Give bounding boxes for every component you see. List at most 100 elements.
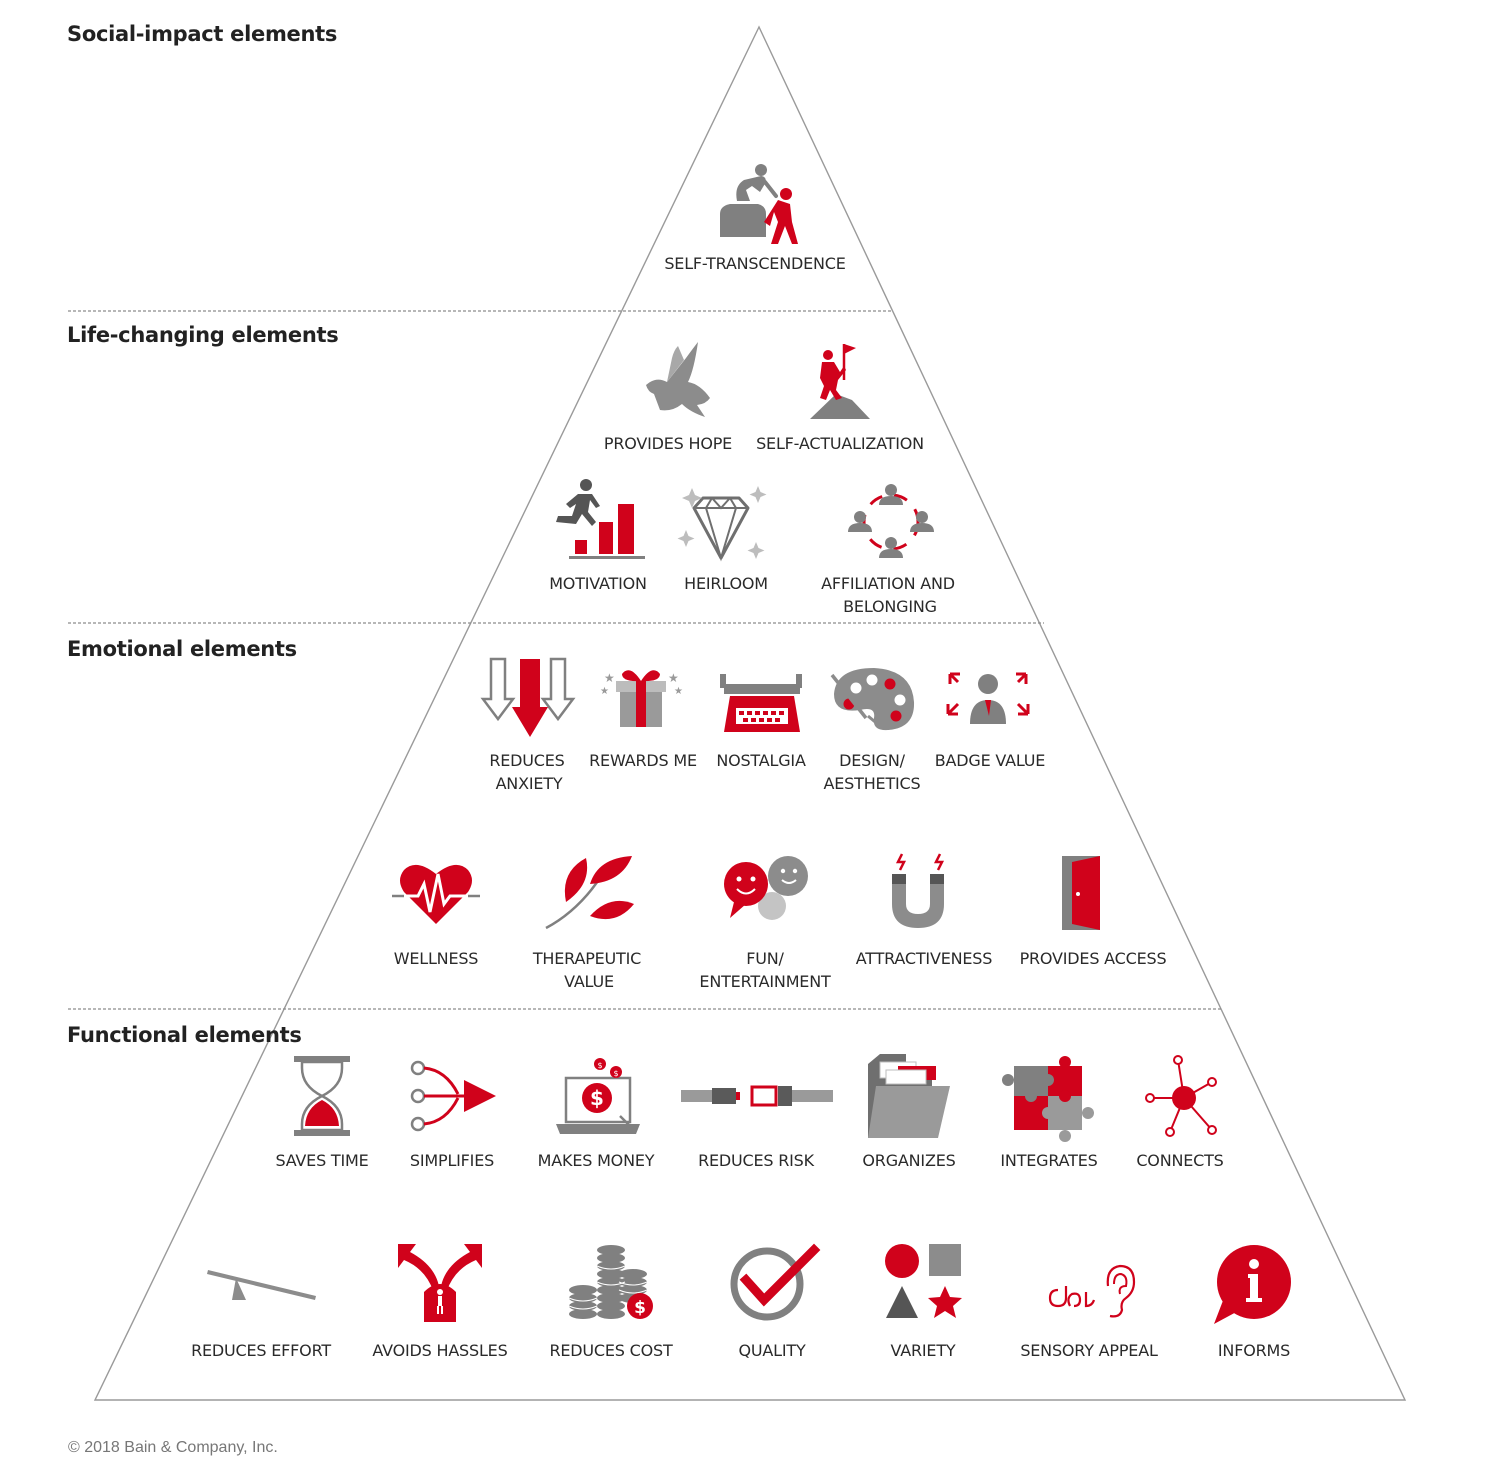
element-fun: FUN/ENTERTAINMENT (699, 856, 831, 991)
svg-text:$: $ (590, 1086, 604, 1110)
helping-hand-climb-icon (720, 164, 798, 244)
tier-heading-life: Life-changing elements (67, 323, 338, 347)
svg-text:$: $ (597, 1061, 602, 1070)
label-informs: INFORMS (1218, 1341, 1290, 1360)
seatbelt-icon (681, 1085, 833, 1107)
element-saves-time: SAVES TIME (275, 1056, 369, 1170)
element-design: DESIGN/AESTHETICS (824, 668, 921, 793)
svg-text:★: ★ (668, 671, 679, 685)
label-saves-time: SAVES TIME (275, 1151, 368, 1170)
magnet-icon (892, 853, 945, 928)
tier-heading-social: Social-impact elements (67, 22, 337, 46)
element-quality: QUALITY (730, 1243, 821, 1360)
element-avoids-hassles: AVOIDS HASSLES (372, 1244, 508, 1360)
info-bubble-icon (1214, 1245, 1291, 1324)
badge-person-icon (946, 672, 1030, 724)
palette-icon (830, 668, 915, 731)
label-nostalgia: NOSTALGIA (716, 751, 806, 770)
label-quality: QUALITY (738, 1341, 805, 1360)
label-attractiveness: ATTRACTIVENESS (856, 949, 992, 968)
folder-icon (868, 1054, 950, 1138)
element-simplifies: SIMPLIFIES (410, 1060, 496, 1170)
element-provides-hope: PROVIDES HOPE (604, 342, 732, 453)
svg-text:$: $ (634, 1298, 646, 1318)
element-sensory-appeal: SENSORY APPEAL (1020, 1264, 1158, 1360)
label-makes-money: MAKES MONEY (538, 1151, 655, 1170)
element-variety: VARIETY (885, 1244, 962, 1360)
merge-arrow-icon (410, 1060, 496, 1132)
label-rewards-me: REWARDS ME (589, 751, 697, 770)
element-makes-money: $ $ $ MAKES MONEY (538, 1058, 655, 1170)
label-fun: FUN/ENTERTAINMENT (699, 949, 831, 991)
label-organizes: ORGANIZES (862, 1151, 955, 1170)
label-self-transcendence: SELF-TRANSCENDENCE (664, 254, 845, 273)
label-reduces-cost: REDUCES COST (549, 1341, 673, 1360)
element-self-actualization: SELF-ACTUALIZATION (756, 344, 924, 453)
element-nostalgia: NOSTALGIA (716, 674, 806, 770)
element-motivation: MOTIVATION (549, 479, 647, 593)
label-self-actualization: SELF-ACTUALIZATION (756, 434, 924, 453)
svg-text:★: ★ (604, 671, 615, 685)
label-design: DESIGN/AESTHETICS (824, 751, 921, 793)
tier-heading-emotional: Emotional elements (67, 637, 297, 661)
label-provides-hope: PROVIDES HOPE (604, 434, 732, 453)
dove-icon (646, 342, 710, 417)
label-sensory-appeal: SENSORY APPEAL (1020, 1341, 1158, 1360)
element-integrates: INTEGRATES (1000, 1056, 1098, 1170)
fork-arrow-icon (398, 1244, 482, 1322)
svg-text:★: ★ (600, 686, 609, 697)
leaves-icon (545, 856, 634, 930)
label-avoids-hassles: AVOIDS HASSLES (372, 1341, 507, 1360)
checkmark-circle-icon (730, 1243, 821, 1321)
tier-heading-functional: Functional elements (67, 1023, 302, 1047)
svg-text:$: $ (613, 1069, 618, 1078)
chat-faces-icon (724, 856, 808, 920)
people-circle-icon (848, 484, 934, 558)
gift-icon: ★ ★ ★ ★ (600, 670, 683, 727)
element-rewards-me: ★ ★ ★ ★ REWARDS ME (589, 670, 697, 770)
element-badge-value: BADGE VALUE (935, 672, 1046, 770)
element-wellness: WELLNESS (392, 864, 480, 968)
diamond-icon (677, 486, 767, 562)
label-integrates: INTEGRATES (1000, 1151, 1097, 1170)
element-attractiveness: ATTRACTIVENESS (856, 853, 992, 968)
pyramid-outline (93, 25, 1407, 1401)
element-organizes: ORGANIZES (862, 1054, 956, 1170)
label-simplifies: SIMPLIFIES (410, 1151, 494, 1170)
element-reduces-cost: $ REDUCES COST (549, 1245, 673, 1360)
label-provides-access: PROVIDES ACCESS (1020, 949, 1167, 968)
element-reduces-effort: REDUCES EFFORT (191, 1270, 332, 1360)
label-reduces-risk: REDUCES RISK (698, 1151, 815, 1170)
element-informs: INFORMS (1214, 1245, 1291, 1360)
summit-flag-icon (810, 344, 870, 419)
element-connects: CONNECTS (1136, 1055, 1224, 1170)
down-arrows-icon (480, 657, 576, 737)
runner-steps-icon (556, 479, 645, 559)
hourglass-icon (294, 1056, 350, 1136)
typewriter-icon (720, 674, 802, 732)
lever-icon (207, 1270, 316, 1300)
element-provides-access: PROVIDES ACCESS (1020, 856, 1167, 968)
label-heirloom: HEIRLOOM (684, 574, 768, 593)
label-connects: CONNECTS (1136, 1151, 1223, 1170)
label-wellness: WELLNESS (394, 949, 479, 968)
label-badge-value: BADGE VALUE (935, 751, 1046, 770)
open-door-icon (1062, 856, 1100, 930)
label-motivation: MOTIVATION (549, 574, 647, 593)
copyright: © 2018 Bain & Company, Inc. (68, 1439, 278, 1456)
label-reduces-effort: REDUCES EFFORT (191, 1341, 331, 1360)
shapes-icon (885, 1244, 962, 1318)
element-heirloom: HEIRLOOM (677, 486, 768, 593)
element-self-transcendence: SELF-TRANSCENDENCE (664, 164, 846, 273)
svg-text:★: ★ (674, 686, 683, 697)
element-reduces-risk: REDUCES RISK (681, 1085, 833, 1170)
coin-stacks-icon: $ (568, 1245, 653, 1319)
heartbeat-icon (392, 864, 480, 924)
